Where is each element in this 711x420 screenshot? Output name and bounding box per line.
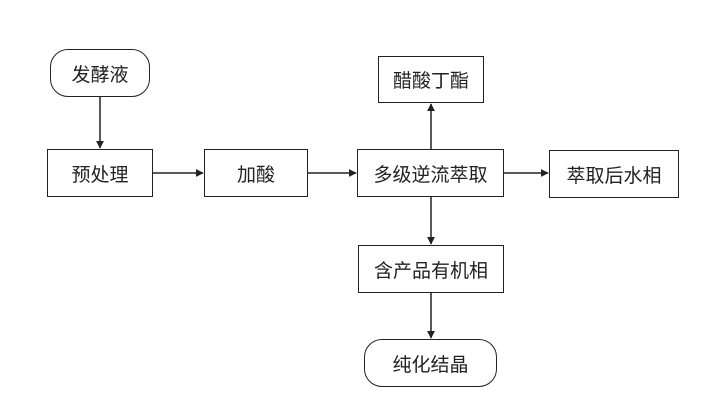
node-raffinate-aqueous-phase: 萃取后水相: [549, 150, 679, 198]
node-pretreatment: 预处理: [47, 149, 153, 197]
node-product-organic-phase: 含产品有机相: [358, 245, 504, 293]
node-acidification: 加酸: [204, 149, 308, 197]
node-butyl-acetate: 醋酸丁酯: [378, 56, 484, 103]
node-multistage-extraction: 多级逆流萃取: [357, 149, 504, 197]
node-purification-crystallization: 纯化结晶: [364, 339, 497, 387]
node-fermentation-broth: 发酵液: [50, 49, 150, 97]
